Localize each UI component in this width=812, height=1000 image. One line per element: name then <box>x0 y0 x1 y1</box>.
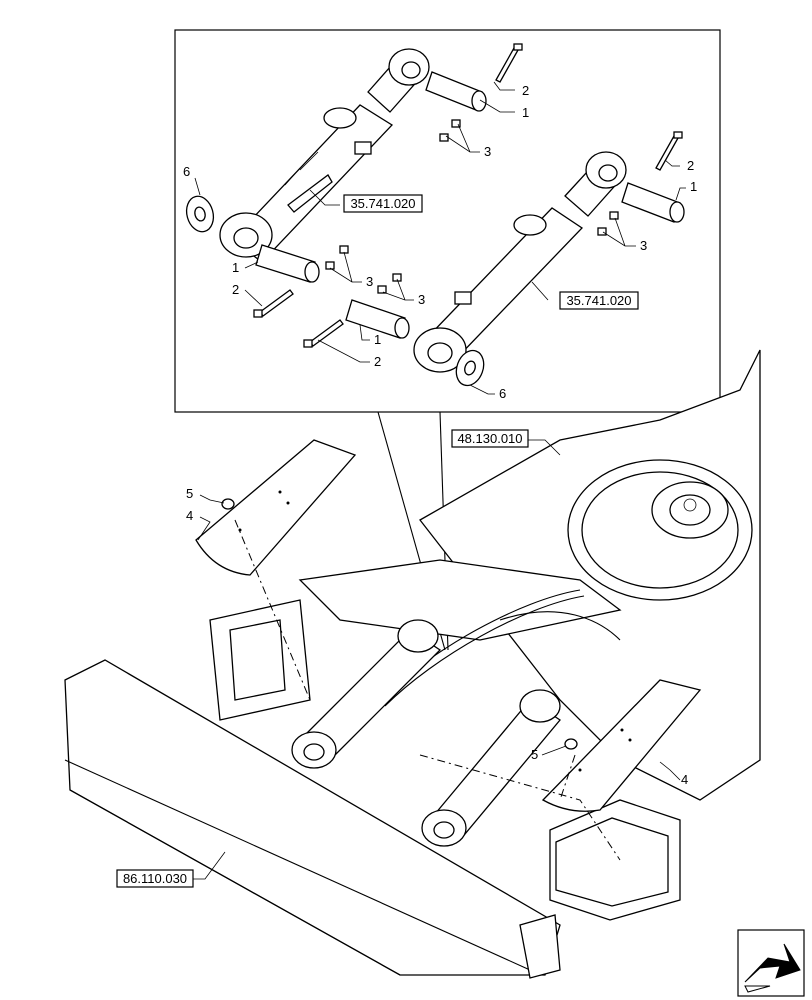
blade-cylinder-right <box>421 689 561 847</box>
ref-cylinder-lower[interactable]: 35.741.020 <box>566 293 631 308</box>
callout-1-upper: 1 <box>522 105 529 120</box>
callout-2-right: 2 <box>687 158 694 173</box>
callout-3-upper: 3 <box>484 144 491 159</box>
cylinder-upper <box>219 48 430 263</box>
callout-1-right: 1 <box>690 179 697 194</box>
ref-box-frame[interactable] <box>451 429 529 448</box>
ref-box-cylinder-lower[interactable] <box>559 291 639 310</box>
arrow-icon[interactable] <box>737 929 805 997</box>
callout-2-upper: 2 <box>522 83 529 98</box>
cylinder-lower <box>413 151 627 373</box>
bolt-parts <box>253 43 683 348</box>
callout-4-right: 4 <box>681 772 688 787</box>
callout-3-mid-a: 3 <box>366 274 373 289</box>
callout-3-right: 3 <box>640 238 647 253</box>
cover-bolts <box>221 498 578 750</box>
ref-frame[interactable]: 48.130.010 <box>457 431 522 446</box>
cover-plate-left <box>195 439 357 576</box>
callout-5-right: 5 <box>531 747 538 762</box>
ref-box-cylinder-upper[interactable] <box>343 194 423 213</box>
callout-6-lower: 6 <box>499 386 506 401</box>
dozer-blade <box>64 659 561 979</box>
nut-parts <box>325 119 619 294</box>
ref-cylinder-upper[interactable]: 35.741.020 <box>350 196 415 211</box>
callout-5-left: 5 <box>186 486 193 501</box>
blade-cylinder-left <box>291 619 442 769</box>
callout-2-lower: 2 <box>374 354 381 369</box>
callout-3-mid-b: 3 <box>418 292 425 307</box>
assembly-paths <box>234 519 621 861</box>
pin-parts <box>255 71 685 339</box>
inset-leaders <box>194 81 686 395</box>
callout-2-left: 2 <box>232 282 239 297</box>
washer-parts <box>185 195 485 387</box>
callout-4-left: 4 <box>186 508 193 523</box>
ref-blade[interactable]: 86.110.030 <box>123 871 187 886</box>
main-leaders <box>193 439 681 880</box>
callout-1-lower: 1 <box>374 332 381 347</box>
callout-1-left: 1 <box>232 260 239 275</box>
callout-6-left: 6 <box>183 164 190 179</box>
cover-plate-right <box>541 679 702 812</box>
ref-box-blade[interactable] <box>116 869 194 888</box>
